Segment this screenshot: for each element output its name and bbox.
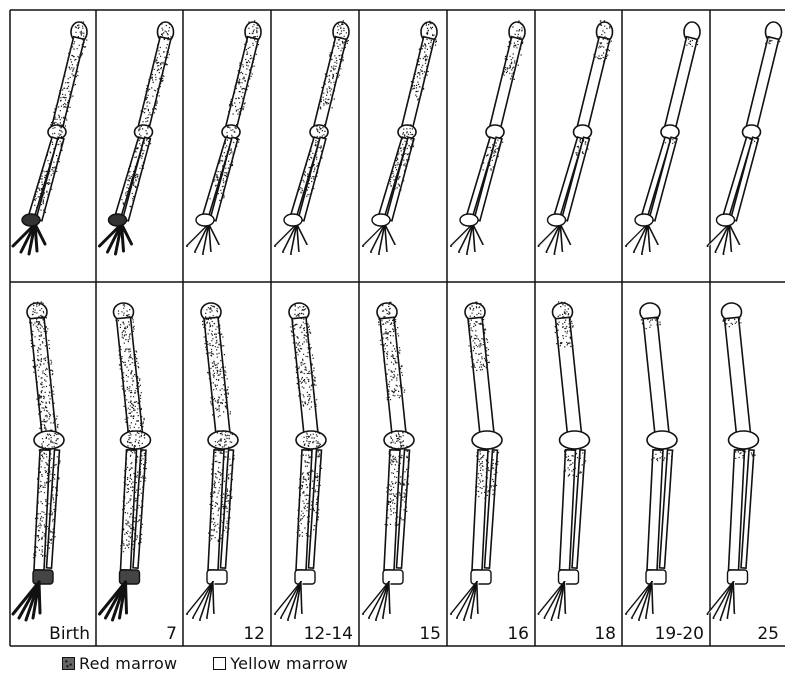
femur bbox=[468, 317, 494, 434]
elbow-joint bbox=[135, 125, 153, 139]
age-label: 12-14 bbox=[304, 624, 353, 644]
foot bbox=[275, 570, 315, 620]
hand bbox=[13, 214, 45, 254]
panel: Birth bbox=[13, 22, 90, 644]
elbow-joint bbox=[222, 125, 240, 140]
legend-yellow-label: Yellow marrow bbox=[230, 654, 348, 673]
femur bbox=[202, 317, 231, 434]
leg-skeleton bbox=[13, 302, 64, 620]
foot bbox=[187, 570, 227, 620]
leg-skeleton bbox=[275, 303, 326, 620]
elbow-joint bbox=[574, 125, 592, 139]
arm-skeleton bbox=[708, 22, 782, 254]
panel: 7 bbox=[100, 22, 178, 644]
leg-skeleton bbox=[708, 303, 759, 620]
leg-skeleton bbox=[100, 303, 151, 620]
panel: 12 bbox=[187, 21, 265, 644]
humerus bbox=[138, 37, 171, 130]
femur bbox=[641, 317, 669, 434]
knee-joint bbox=[34, 430, 64, 450]
leg-skeleton bbox=[626, 303, 677, 620]
red-marrow-swatch bbox=[62, 657, 75, 670]
panel: 12-14 bbox=[275, 21, 353, 644]
elbow-joint bbox=[661, 125, 679, 139]
age-label: 16 bbox=[507, 624, 529, 644]
knee-joint bbox=[560, 431, 590, 449]
elbow-joint bbox=[310, 125, 328, 139]
arm-skeleton bbox=[100, 22, 174, 254]
age-label: 19-20 bbox=[655, 624, 704, 644]
age-label: 12 bbox=[243, 624, 265, 644]
foot bbox=[100, 570, 140, 620]
femur bbox=[555, 317, 582, 434]
arm-skeleton bbox=[13, 22, 87, 254]
knee-joint bbox=[208, 431, 238, 450]
leg-skeleton bbox=[363, 302, 414, 620]
foot bbox=[708, 570, 748, 620]
hand bbox=[100, 214, 132, 254]
knee-joint bbox=[384, 431, 414, 450]
arm-skeleton bbox=[363, 21, 437, 254]
age-label: 7 bbox=[166, 624, 177, 644]
elbow-joint bbox=[486, 125, 504, 139]
knee-joint bbox=[296, 431, 326, 449]
elbow-joint bbox=[743, 125, 761, 139]
femur bbox=[723, 317, 751, 434]
panel: 16 bbox=[451, 21, 529, 644]
arm-skeleton bbox=[539, 21, 613, 254]
age-label: 18 bbox=[594, 624, 616, 644]
panel: 18 bbox=[539, 21, 617, 644]
knee-joint bbox=[647, 431, 677, 449]
panel: 19-20 bbox=[626, 22, 704, 644]
legend-item-red: Red marrow bbox=[62, 654, 177, 673]
femur bbox=[116, 317, 145, 434]
arm-skeleton bbox=[451, 21, 525, 254]
legend-red-label: Red marrow bbox=[79, 654, 177, 673]
foot bbox=[451, 570, 491, 620]
knee-joint bbox=[121, 431, 151, 451]
arm-skeleton bbox=[275, 21, 349, 254]
foot bbox=[626, 570, 666, 620]
yellow-marrow-swatch bbox=[213, 657, 226, 670]
humerus bbox=[490, 37, 524, 130]
femur bbox=[290, 317, 318, 434]
knee-joint bbox=[472, 431, 502, 449]
age-label: 25 bbox=[757, 624, 779, 644]
elbow-joint bbox=[48, 125, 66, 139]
humerus bbox=[402, 37, 437, 130]
foot bbox=[363, 570, 403, 620]
leg-skeleton bbox=[187, 303, 238, 620]
femur bbox=[29, 317, 59, 434]
foot bbox=[13, 570, 53, 620]
humerus bbox=[577, 37, 612, 130]
humerus bbox=[226, 37, 259, 130]
humerus bbox=[50, 37, 87, 130]
humerus bbox=[665, 37, 699, 130]
humerus bbox=[314, 37, 349, 130]
age-label: 15 bbox=[419, 624, 441, 644]
arm-skeleton bbox=[626, 22, 700, 254]
leg-skeleton bbox=[451, 302, 502, 620]
panel: 25 bbox=[708, 22, 782, 644]
humerus bbox=[746, 37, 780, 130]
age-label: Birth bbox=[49, 624, 90, 644]
legend: Red marrow Yellow marrow bbox=[62, 652, 384, 674]
legend-item-yellow: Yellow marrow bbox=[213, 654, 348, 673]
arm-skeleton bbox=[187, 21, 261, 254]
panel-group: Birth 7 12 12-14 15 16 18 19-20 25 bbox=[13, 21, 782, 644]
foot bbox=[539, 570, 579, 620]
femur bbox=[378, 317, 406, 434]
elbow-joint bbox=[398, 125, 416, 139]
knee-joint bbox=[729, 431, 759, 449]
panel: 15 bbox=[363, 21, 441, 644]
leg-skeleton bbox=[539, 302, 590, 620]
